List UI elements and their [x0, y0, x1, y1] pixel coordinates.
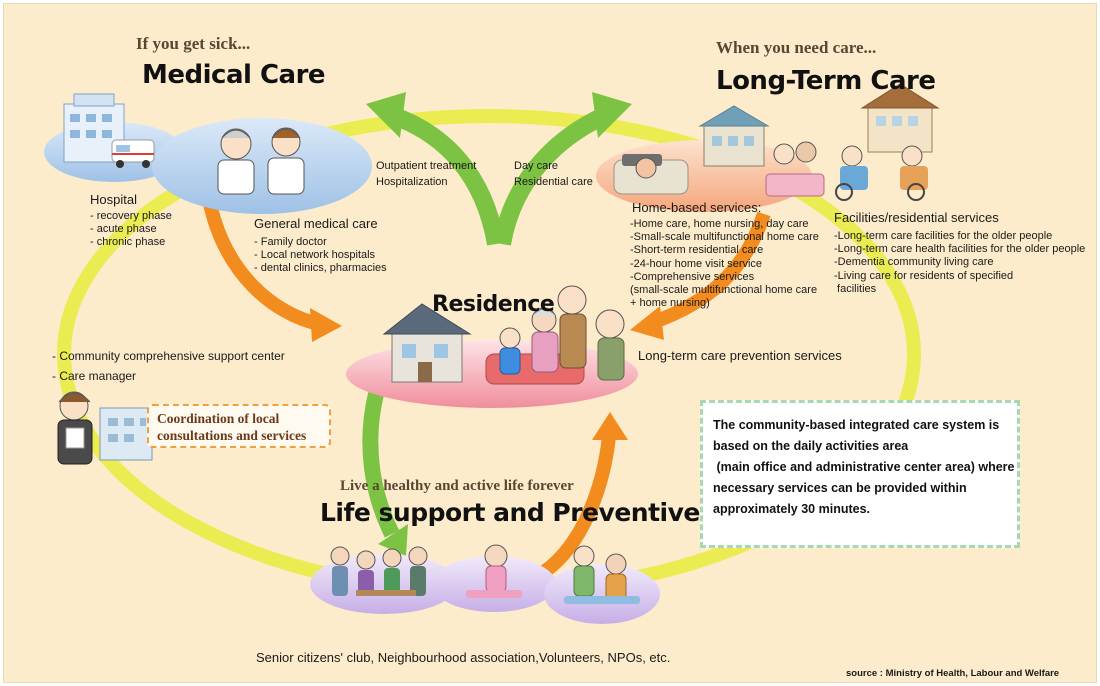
- facilities-item: -Long-term care health facilities for th…: [834, 243, 1086, 256]
- support-item: - Care manager: [52, 369, 137, 383]
- home-service-item: (small-scale multifunctional home care: [630, 284, 818, 297]
- volunteer-illustration: [564, 545, 640, 604]
- arrow-medical-to-residence: [202, 197, 321, 331]
- medical-ellipse: [152, 118, 372, 214]
- hospital-item: - recovery phase: [90, 210, 172, 222]
- home-service-item: -Small-scale multifunctional home care: [630, 231, 819, 244]
- hospitalization-label: Hospitalization: [376, 176, 448, 188]
- facilities-item: -Dementia community living care: [834, 256, 994, 269]
- general-care-item: - dental clinics, pharmacies: [254, 262, 387, 275]
- home-service-item: -24-hour home visit service: [630, 257, 763, 270]
- general-care-item: - Local network hospitals: [254, 249, 376, 262]
- info-line: approximately 30 minutes.: [713, 502, 871, 516]
- community-groups-label: Senior citizens' club, Neighbourhood ass…: [256, 650, 671, 665]
- hospital-building: [63, 93, 155, 168]
- arrow-to-medical: [390, 107, 505, 246]
- hospital-item: - chronic phase: [90, 236, 166, 249]
- arrow-life-head: [592, 412, 628, 440]
- coordination-box: Coordination of local consultations and …: [147, 404, 331, 448]
- prevention-services-label: Long-term care prevention services: [638, 348, 842, 363]
- facilities-item: facilities: [834, 282, 877, 295]
- residential-facility-illustration: [835, 83, 940, 201]
- arrow-to-life-head: [378, 524, 408, 556]
- residence-title: Residence: [432, 292, 555, 317]
- doctors-illustration: [217, 127, 305, 195]
- info-box: The community-based integrated care syst…: [700, 400, 1020, 548]
- diagram-frame: If you get sick... Medical Care Hospital…: [3, 3, 1097, 683]
- facilities-item: -Living care for residents of specified: [834, 269, 1014, 282]
- info-line: necessary services can be provided withi…: [713, 481, 967, 495]
- general-care-item: - Family doctor: [254, 236, 327, 248]
- seniors-club-illustration: [330, 546, 428, 596]
- facilities-item: -Long-term care facilities for the older…: [834, 230, 1053, 242]
- outpatient-label: Outpatient treatment: [376, 160, 477, 172]
- source-credit: source : Ministry of Health, Labour and …: [846, 668, 1060, 679]
- home-service-item: + home nursing): [630, 297, 710, 310]
- family-illustration: [485, 285, 625, 385]
- support-list: - Community comprehensive support center…: [52, 346, 285, 386]
- home-service-item: -Comprehensive services: [630, 270, 755, 283]
- daycare-label: Day care: [514, 160, 559, 172]
- hospital-title: Hospital: [90, 192, 137, 207]
- residential-care-label: Residential care: [514, 176, 593, 188]
- medical-subtitle: If you get sick...: [136, 34, 251, 53]
- care-facility-illustration: [613, 105, 825, 197]
- support-item: - Community comprehensive support center: [52, 349, 285, 363]
- arrow-to-life: [362, 392, 400, 538]
- arrow-to-longterm-head: [592, 92, 632, 138]
- home-services-list: -Home care, home nursing, day care -Smal…: [630, 218, 819, 310]
- home-service-item: -Short-term residential care: [630, 244, 764, 257]
- facilities-list: -Long-term care facilities for the older…: [834, 230, 1085, 296]
- hospital-item: - acute phase: [90, 223, 157, 236]
- general-care-title: General medical care: [254, 216, 378, 231]
- home-services-title: Home-based services:: [632, 200, 762, 215]
- info-line: (main office and administrative center a…: [713, 460, 1015, 474]
- exercise-illustration: [466, 544, 522, 598]
- longterm-subtitle: When you need care...: [716, 38, 877, 57]
- longterm-title: Long-Term Care: [716, 66, 936, 96]
- medical-title: Medical Care: [142, 60, 326, 90]
- info-line: based on the daily activities area: [713, 439, 909, 453]
- life-title: Life support and Preventive care: [320, 498, 768, 527]
- diagram-artwork: [44, 83, 940, 624]
- facilities-title: Facilities/residential services: [834, 210, 999, 225]
- hospital-list: - recovery phase - acute phase - chronic…: [90, 210, 172, 250]
- arrow-longterm-head: [630, 306, 664, 340]
- general-care-list: - Family doctor - Local network hospital…: [254, 236, 387, 276]
- home-service-item: -Home care, home nursing, day care: [630, 218, 809, 230]
- house-illustration: [382, 303, 472, 383]
- life-subtitle: Live a healthy and active life forever: [340, 478, 574, 494]
- arrow-to-longterm: [493, 107, 608, 246]
- arrow-to-medical-head: [366, 92, 406, 138]
- care-manager-illustration: [57, 391, 153, 465]
- coordination-line: consultations and services: [157, 428, 307, 443]
- volunteer-ellipse: [544, 564, 660, 624]
- arrow-longterm-to-residence: [651, 211, 771, 329]
- arrow-medical-head: [310, 308, 342, 342]
- coordination-line: Coordination of local: [157, 411, 280, 426]
- info-line: The community-based integrated care syst…: [713, 418, 1000, 432]
- arrow-life-to-residence: [539, 435, 616, 578]
